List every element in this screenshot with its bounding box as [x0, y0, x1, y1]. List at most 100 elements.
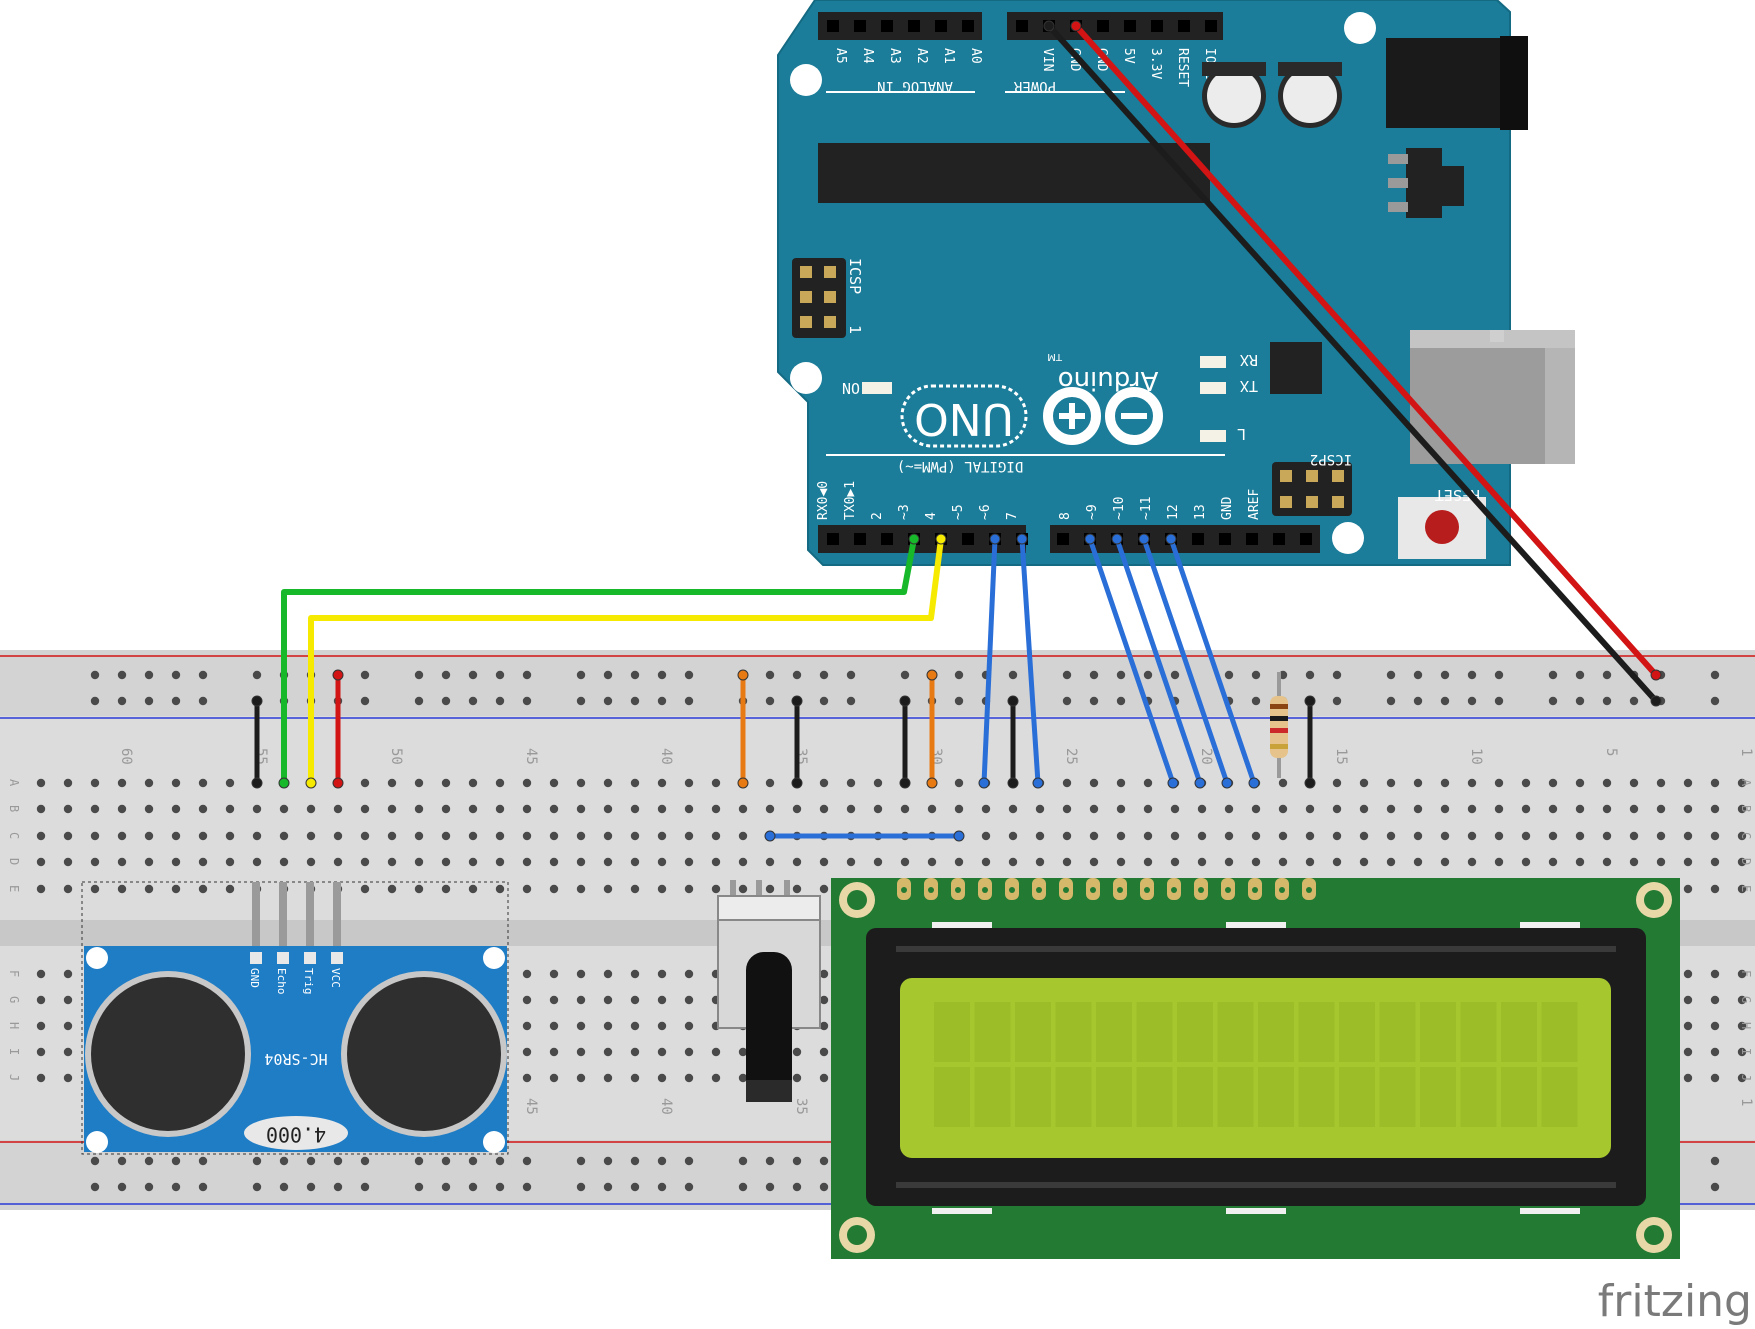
- breadboard-hole: [549, 884, 559, 894]
- analog-header: [818, 12, 982, 40]
- breadboard-hole: [63, 778, 73, 788]
- icsp2-pin: [1306, 470, 1318, 482]
- breadboard-hole: [360, 831, 370, 841]
- breadboard-hole: [576, 1047, 586, 1057]
- pot-body-top: [717, 895, 821, 921]
- breadboard-rail-hole: [684, 670, 694, 680]
- breadboard-hole: [1710, 857, 1720, 867]
- wire-jumper-blue-end: [953, 830, 965, 842]
- wire-d10-end: [1111, 533, 1123, 545]
- breadboard-hole: [1440, 778, 1450, 788]
- breadboard-rail-hole: [1251, 696, 1261, 706]
- breadboard-hole: [1737, 804, 1747, 814]
- breadboard-hole: [225, 778, 235, 788]
- breadboard-rail-hole: [1602, 696, 1612, 706]
- breadboard-rail-hole: [360, 670, 370, 680]
- breadboard-rail-hole: [1629, 696, 1639, 706]
- breadboard-hole: [1089, 804, 1099, 814]
- breadboard-hole: [1116, 857, 1126, 867]
- breadboard-hole: [495, 778, 505, 788]
- wire-jumper-orange-end: [926, 669, 938, 681]
- breadboard-hole: [576, 884, 586, 894]
- breadboard-hole: [1737, 884, 1747, 894]
- breadboard-hole: [360, 884, 370, 894]
- breadboard-hole: [738, 1073, 748, 1083]
- breadboard-hole: [1629, 778, 1639, 788]
- lcd-character-cell: [1015, 1067, 1051, 1127]
- breadboard-hole: [441, 804, 451, 814]
- column-number: 60: [118, 748, 134, 765]
- lcd-pin-hole: [1063, 887, 1069, 893]
- microcontroller-chip: [818, 143, 1210, 203]
- breadboard-hole: [252, 857, 262, 867]
- capacitor-top: [1283, 69, 1337, 123]
- lcd-character-cell: [1298, 1002, 1335, 1062]
- breadboard-hole: [1332, 831, 1342, 841]
- lcd-character-cell: [1096, 1002, 1132, 1062]
- header-pin: [1205, 20, 1217, 32]
- breadboard-hole: [1305, 804, 1315, 814]
- breadboard-rail-hole: [144, 670, 154, 680]
- breadboard-rail-hole: [117, 670, 127, 680]
- wire-d7: [1019, 536, 1041, 786]
- breadboard-rail-hole: [279, 1156, 289, 1166]
- breadboard-hole: [603, 1047, 613, 1057]
- breadboard-hole: [657, 778, 667, 788]
- breadboard-hole: [630, 831, 640, 841]
- lcd-character-cell: [1258, 1067, 1294, 1127]
- breadboard-hole: [36, 1073, 46, 1083]
- lcd-pin-hole: [1090, 887, 1096, 893]
- breadboard-hole: [630, 1047, 640, 1057]
- breadboard-rail-hole: [1548, 696, 1558, 706]
- breadboard-rail-hole: [144, 1182, 154, 1192]
- row-letter: F: [7, 970, 21, 977]
- breadboard-rail-hole: [144, 1156, 154, 1166]
- capacitor-mark: [1278, 62, 1342, 76]
- breadboard-rail-hole: [657, 1156, 667, 1166]
- wire-echo-green-end: [278, 777, 290, 789]
- breadboard-rail-hole: [1116, 670, 1126, 680]
- breadboard-rail-hole: [1440, 696, 1450, 706]
- breadboard-rail-hole: [576, 1182, 586, 1192]
- breadboard-hole: [1089, 778, 1099, 788]
- breadboard-rail-hole: [846, 696, 856, 706]
- row-letter: C: [1739, 832, 1753, 839]
- breadboard-hole: [684, 969, 694, 979]
- breadboard-rail-hole: [819, 1156, 829, 1166]
- breadboard-hole: [603, 1021, 613, 1031]
- breadboard-hole: [306, 804, 316, 814]
- breadboard-hole: [630, 969, 640, 979]
- digital-pin-label: ~10: [1112, 497, 1127, 520]
- mount-hole: [790, 64, 822, 96]
- breadboard-rail-hole: [1710, 670, 1720, 680]
- breadboard-hole: [927, 857, 937, 867]
- breadboard-hole: [495, 831, 505, 841]
- header-pin: [1016, 20, 1028, 32]
- row-letter: D: [7, 858, 21, 865]
- breadboard-hole: [630, 995, 640, 1005]
- wire-5v-red-end: [1650, 669, 1662, 681]
- icsp2-label: ICSP2: [1310, 451, 1352, 467]
- mount-hole: [86, 947, 108, 969]
- row-letter: C: [7, 832, 21, 839]
- wire-echo-green: [281, 536, 917, 786]
- breadboard-hole: [171, 778, 181, 788]
- wire-d6-end: [989, 533, 1001, 545]
- column-number: 50: [388, 748, 404, 765]
- lcd-character-cell: [1379, 1002, 1416, 1062]
- lcd-character-cell: [1015, 1002, 1051, 1062]
- header-pin: [1300, 533, 1312, 545]
- breadboard-hole: [1035, 804, 1045, 814]
- breadboard-hole: [549, 969, 559, 979]
- column-number: 40: [658, 1098, 674, 1115]
- breadboard-rail-hole: [684, 1156, 694, 1166]
- icsp-pin: [800, 266, 812, 278]
- lcd-pin-hole: [1036, 887, 1042, 893]
- breadboard-rail-hole: [1413, 670, 1423, 680]
- breadboard-rail-hole: [765, 1156, 775, 1166]
- header-pin: [1219, 533, 1231, 545]
- breadboard-hole: [576, 1073, 586, 1083]
- breadboard-hole: [819, 1073, 829, 1083]
- breadboard-hole: [657, 857, 667, 867]
